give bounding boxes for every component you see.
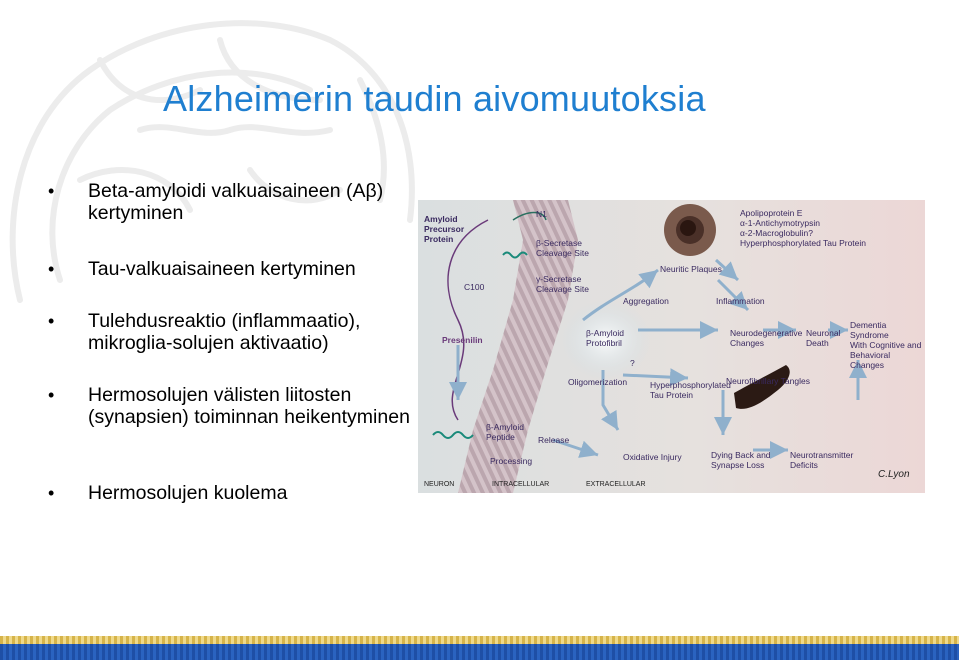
label-peptide: β-Amyloid Peptide <box>486 422 524 442</box>
bullet-icon: • <box>48 259 55 279</box>
bullet-text: Hermosolujen välisten liitosten (synapsi… <box>88 384 410 428</box>
label-oligomerization: Oligomerization <box>568 377 628 387</box>
bullet-text: Tau-valkuaisaineen kertyminen <box>88 258 356 280</box>
bullet-text: Hermosolujen kuolema <box>88 482 288 504</box>
label-neuron: NEURON <box>424 481 455 488</box>
label-neuritic-plaques: Neuritic Plaques <box>660 264 722 274</box>
bullet-text: Tulehdusreaktio (inflammaatio), mikrogli… <box>88 310 361 354</box>
label-n1: N1 <box>536 209 547 219</box>
label-presenilin: Presenilin <box>442 335 483 345</box>
label-app: Amyloid Precursor Protein <box>424 214 465 244</box>
label-oxidative: Oxidative Injury <box>623 452 682 462</box>
label-neurotransmitter: Neurotransmitter Deficits <box>790 450 854 470</box>
amyloid-cascade-diagram: Amyloid Precursor Protein N1 β-Secretase… <box>418 200 925 493</box>
label-aggregation: Aggregation <box>623 296 669 306</box>
bullet-icon: • <box>48 385 55 405</box>
label-beta-secretase: β-Secretase Cleavage Site <box>536 238 589 258</box>
label-processing: Processing <box>490 456 533 466</box>
footer-gold-band <box>0 636 959 644</box>
brain-watermark <box>9 20 415 303</box>
label-neuronal-death: Neuronal Death <box>806 328 841 348</box>
label-risk-factors: Apolipoprotein E α-1-Antichymotrypsin α-… <box>740 208 867 248</box>
artist-signature: C.Lyon <box>878 469 910 480</box>
label-hyper-tau: Hyperphosphorylated Tau Protein <box>650 380 731 400</box>
label-release: Release <box>538 435 570 445</box>
bullet-text: Beta-amyloidi valkuaisaineen (Aβ) kertym… <box>88 180 384 224</box>
label-c100: C100 <box>464 282 485 292</box>
label-gamma-secretase: γ-Secretase Cleavage Site <box>536 274 589 294</box>
label-inflammation: Inflammation <box>716 296 765 306</box>
label-protofibril: β-Amyloid Protofibril <box>586 328 624 348</box>
label-dementia: Dementia Syndrome With Cognitive and Beh… <box>850 320 922 370</box>
bullet-icon: • <box>48 483 55 503</box>
label-tangles: Neurofibrillary Tangles <box>726 376 810 386</box>
label-question: ? <box>630 358 635 368</box>
bullet-icon: • <box>48 311 55 331</box>
label-intracellular: INTRACELLULAR <box>492 481 550 488</box>
page-title: Alzheimerin taudin aivomuutoksia <box>163 78 706 119</box>
bullet-icon: • <box>48 181 55 201</box>
label-dying-back: Dying Back and Synapse Loss <box>711 450 771 470</box>
diagram-graphics <box>432 200 867 493</box>
label-neurodegenerative: Neurodegenerative Changes <box>730 328 803 348</box>
label-extracellular: EXTRACELLULAR <box>586 481 646 488</box>
footer-blue-band <box>0 644 959 660</box>
